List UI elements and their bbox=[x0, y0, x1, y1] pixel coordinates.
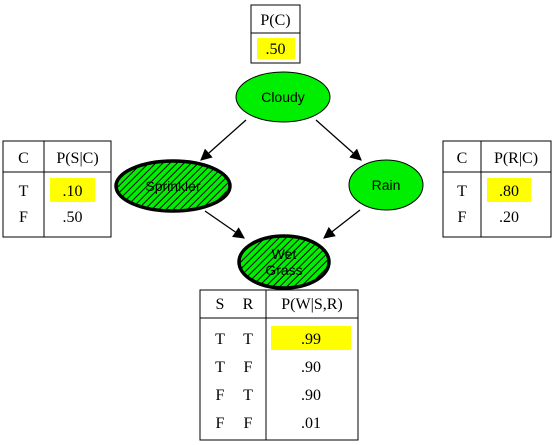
cpt-wetgrass-table: S R P(W|S,R) T T .99 T F .90 F T .90 F F… bbox=[199, 289, 359, 441]
cpt-wetgrass-row-s: F bbox=[216, 415, 225, 432]
cpt-cloudy-header: P(C) bbox=[260, 12, 290, 29]
cpt-cloudy-highlight bbox=[257, 38, 295, 59]
cpt-rain-row-p: .80 bbox=[499, 183, 519, 200]
node-cloudy-label: Cloudy bbox=[261, 89, 305, 105]
cpt-rain-highlight bbox=[487, 178, 531, 202]
node-wetgrass-label-line1: Wet bbox=[272, 246, 297, 262]
cpt-wetgrass-header-p: P(W|S,R) bbox=[281, 296, 342, 313]
cpt-rain-row-p: .20 bbox=[499, 209, 519, 226]
node-rain: Rain bbox=[348, 159, 424, 211]
cpt-sprinkler-highlight bbox=[50, 178, 95, 202]
edges bbox=[200, 119, 362, 239]
edge-cloudy-sprinkler bbox=[200, 119, 247, 161]
cpt-wetgrass-row-s: F bbox=[216, 387, 225, 404]
cpt-sprinkler-row-p: .10 bbox=[63, 183, 83, 200]
cpt-rain-table: C P(R|C) T .80 F .20 bbox=[442, 140, 552, 238]
cpt-wetgrass-row-p: .99 bbox=[301, 331, 321, 348]
cpt-rain-header-p: P(R|C) bbox=[494, 150, 538, 167]
cpt-wetgrass-row-s: T bbox=[215, 331, 225, 348]
cpt-rain-header-c: C bbox=[457, 150, 468, 167]
node-rain-shape bbox=[348, 159, 424, 211]
node-rain-label: Rain bbox=[372, 177, 401, 193]
cpt-wetgrass-row-s: T bbox=[215, 359, 225, 376]
cpt-wetgrass-header-s: S bbox=[216, 296, 225, 313]
cpt-cloudy-table: P(C) .50 bbox=[250, 4, 301, 64]
cpt-rain-row-c: T bbox=[457, 183, 467, 200]
cpt-wetgrass-row-r: F bbox=[244, 415, 253, 432]
node-sprinkler-label: Sprinkler bbox=[145, 178, 201, 194]
node-sprinkler-shape bbox=[114, 159, 232, 213]
cpt-wetgrass-row-p: .90 bbox=[301, 387, 321, 404]
node-cloudy: Cloudy bbox=[235, 71, 331, 123]
cpt-sprinkler-row-c: F bbox=[19, 209, 28, 226]
cpt-sprinkler-row-p: .50 bbox=[63, 209, 83, 226]
node-sprinkler: Sprinkler bbox=[114, 159, 232, 213]
edge-sprinkler-wetgrass bbox=[204, 210, 245, 239]
node-wetgrass-shape bbox=[237, 234, 331, 290]
cpt-wetgrass-header-r: R bbox=[243, 296, 254, 313]
cpt-wetgrass-highlight bbox=[271, 326, 351, 350]
cpt-wetgrass-row-p: .90 bbox=[301, 359, 321, 376]
node-cloudy-shape bbox=[235, 71, 331, 123]
cpt-sprinkler-row-c: T bbox=[19, 183, 29, 200]
node-wetgrass-label-line2: Grass bbox=[265, 262, 302, 278]
cpt-cloudy-value: .50 bbox=[266, 41, 286, 58]
cpt-sprinkler-header-p: P(S|C) bbox=[56, 150, 98, 167]
edge-rain-wetgrass bbox=[323, 209, 361, 239]
edge-cloudy-rain bbox=[315, 119, 362, 161]
cpt-rain-row-c: F bbox=[458, 209, 467, 226]
cpt-wetgrass-row-p: .01 bbox=[301, 415, 321, 432]
cpt-sprinkler-header-c: C bbox=[18, 150, 29, 167]
cpt-wetgrass-row-r: T bbox=[243, 387, 253, 404]
cpt-sprinkler-table: C P(S|C) T .10 F .50 bbox=[2, 140, 112, 238]
cpt-wetgrass-row-r: F bbox=[244, 359, 253, 376]
node-wetgrass: Wet Grass bbox=[237, 234, 331, 290]
cpt-wetgrass-row-r: T bbox=[243, 331, 253, 348]
